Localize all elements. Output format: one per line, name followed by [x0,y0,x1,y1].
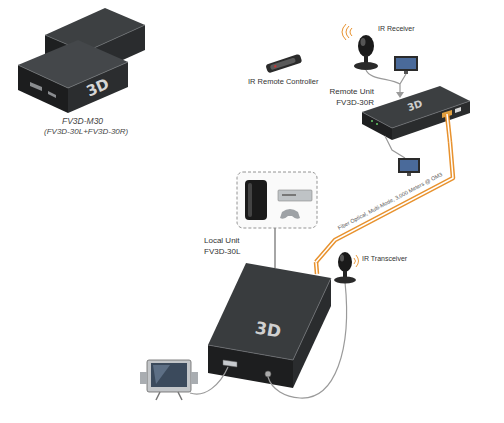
product-set: (FV3D-30L+FV3D-30R) [44,127,128,137]
display [140,360,228,400]
fiber-cable-outer [316,142,453,262]
unit-name: Remote Unit [330,87,374,97]
device-label: IR Transceiver [362,254,407,263]
ir-receiver [342,24,378,70]
product-photo [18,8,145,113]
device-label: IR Receiver [378,24,415,33]
product-model: FV3D-M30 [62,116,103,127]
ir-remote-controller [265,54,302,74]
remote-unit: Remote UnitFV3D-30R [360,84,472,142]
device-label: IR Remote Controller [248,77,318,87]
monitor [385,136,420,176]
unit-model: FV3D-30R [336,98,374,108]
source-devices [237,172,317,268]
unit-model: FV3D-30L [204,247,240,257]
fiber-cable-inner [316,142,453,262]
unit-name: Local Unit [204,236,240,246]
monitor [394,56,418,74]
fiber-cable [316,142,453,262]
cable-label: Fiber Optical, Multi-Mode, 3,000 Meters … [337,171,444,231]
remote-unit-device [362,86,470,142]
